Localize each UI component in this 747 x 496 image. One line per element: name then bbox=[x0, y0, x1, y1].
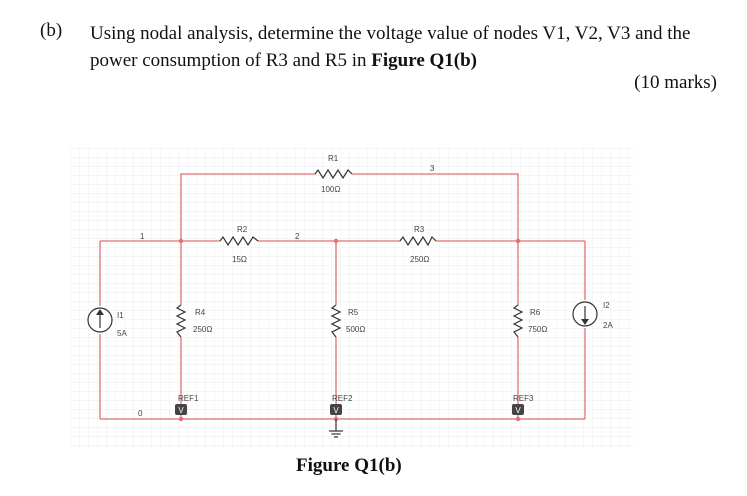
question-text: Using nodal analysis, determine the volt… bbox=[90, 20, 730, 74]
circuit-figure: V V V R1 100Ω 3 R2 15Ω 1 2 R3 250Ω I1 5A… bbox=[70, 148, 635, 448]
resistor-r3 bbox=[399, 235, 437, 247]
voltage-probe-ref2: V bbox=[330, 404, 342, 415]
wires bbox=[99, 173, 586, 420]
label-node-1: 1 bbox=[140, 232, 145, 241]
ground-symbol bbox=[329, 419, 343, 438]
circuit-diagram: V V V R1 100Ω 3 R2 15Ω 1 2 R3 250Ω I1 5A… bbox=[70, 148, 635, 448]
probe-label: V bbox=[178, 406, 184, 415]
label-ref1: REF1 bbox=[178, 394, 199, 403]
resistor-r1 bbox=[314, 168, 353, 180]
label-r4-value: 250Ω bbox=[193, 325, 212, 334]
label-i1-name: I1 bbox=[117, 311, 124, 320]
label-r1-name: R1 bbox=[328, 154, 339, 163]
label-ref3: REF3 bbox=[513, 394, 534, 403]
voltage-probe-ref1: V bbox=[175, 404, 187, 415]
label-i2-value: 2A bbox=[603, 321, 613, 330]
current-source-i2 bbox=[572, 301, 598, 327]
marks-label: (10 marks) bbox=[634, 72, 717, 93]
label-i1-value: 5A bbox=[117, 329, 127, 338]
probe-label: V bbox=[515, 406, 521, 415]
figure-reference: Figure Q1(b) bbox=[371, 50, 478, 71]
label-node-2: 2 bbox=[295, 232, 300, 241]
label-r2-name: R2 bbox=[237, 225, 248, 234]
question-text-body: Using nodal analysis, determine the volt… bbox=[90, 23, 691, 71]
label-r5-name: R5 bbox=[348, 308, 359, 317]
label-r6-name: R6 bbox=[530, 308, 541, 317]
label-r3-name: R3 bbox=[414, 225, 425, 234]
grid-background bbox=[70, 148, 635, 448]
label-node-0: 0 bbox=[138, 409, 143, 418]
resistor-r4 bbox=[175, 304, 187, 338]
label-r5-value: 500Ω bbox=[346, 325, 365, 334]
probe-label: V bbox=[333, 406, 339, 415]
label-i2-name: I2 bbox=[603, 301, 610, 310]
figure-caption: Figure Q1(b) bbox=[296, 455, 402, 476]
resistor-r2 bbox=[219, 235, 259, 247]
label-node-3: 3 bbox=[430, 164, 435, 173]
resistor-r5 bbox=[330, 304, 342, 338]
label-r2-value: 15Ω bbox=[232, 255, 247, 264]
label-r1-value: 100Ω bbox=[321, 185, 340, 194]
resistor-r6 bbox=[512, 304, 524, 338]
voltage-probe-ref3: V bbox=[512, 404, 524, 415]
label-r6-value: 750Ω bbox=[528, 325, 547, 334]
current-source-i1 bbox=[87, 307, 113, 333]
label-r4-name: R4 bbox=[195, 308, 206, 317]
label-ref2: REF2 bbox=[332, 394, 353, 403]
label-r3-value: 250Ω bbox=[410, 255, 429, 264]
question-label: (b) bbox=[40, 20, 63, 41]
